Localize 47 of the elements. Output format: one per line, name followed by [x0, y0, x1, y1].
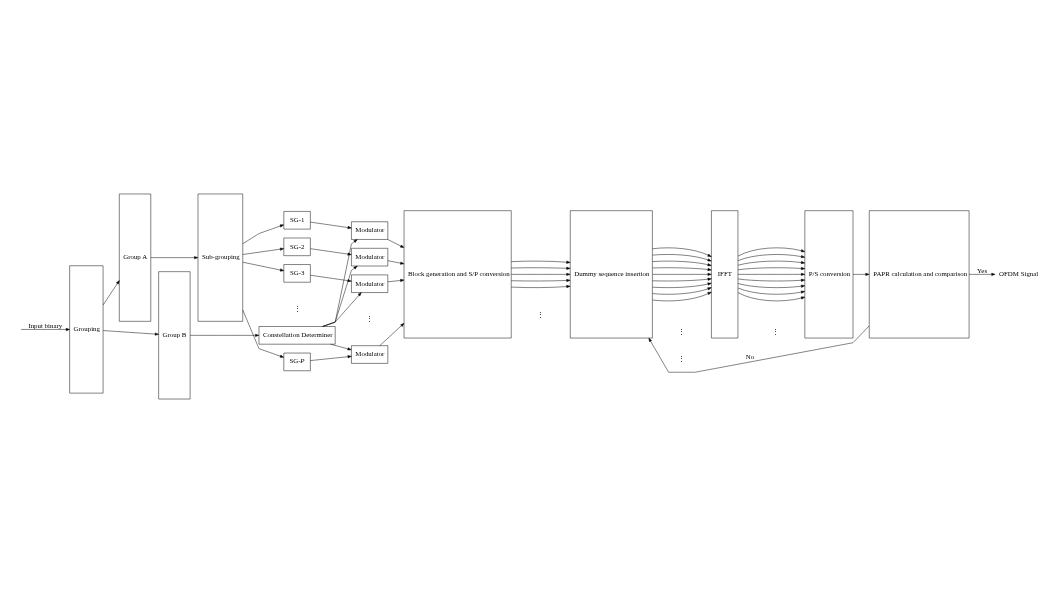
arrow: [737, 247, 805, 256]
arrow: [242, 261, 284, 271]
arrow: [242, 247, 284, 255]
arrow: [102, 279, 120, 305]
arrow: [737, 272, 805, 276]
arrow: [652, 286, 712, 295]
arrow: [511, 278, 571, 282]
arrow: [387, 259, 405, 265]
arrow: [511, 272, 571, 276]
arrow: [652, 282, 712, 288]
arrow: [737, 287, 805, 294]
arrow: [737, 291, 805, 301]
arrow: [852, 272, 870, 276]
arrow: [652, 277, 712, 281]
arrow: [387, 238, 405, 248]
arrow: [189, 333, 260, 337]
arrow: [322, 291, 362, 327]
arrow: [322, 238, 358, 327]
arrow: [511, 266, 571, 270]
arrow: [652, 267, 712, 271]
arrow: [20, 327, 70, 331]
arrow: [652, 291, 712, 301]
arrow: [310, 274, 352, 282]
arrow: [511, 260, 571, 264]
arrow: [242, 224, 284, 244]
arrow: [968, 272, 996, 276]
arrow: [652, 260, 712, 266]
arrow: [310, 354, 352, 361]
arrow: [310, 221, 352, 229]
arrow: [652, 272, 712, 276]
arrow: [737, 260, 805, 265]
arrow: [737, 253, 805, 261]
arrow: [387, 278, 405, 282]
arrow: [648, 325, 870, 372]
arrow: [737, 282, 805, 288]
arrow: [511, 284, 571, 288]
arrow: [150, 255, 199, 259]
arrow: [379, 322, 405, 346]
arrow: [737, 266, 805, 270]
arrow: [652, 253, 712, 261]
arrow: [102, 329, 159, 336]
arrow: [310, 247, 352, 256]
arrow: [242, 309, 284, 358]
arrow: [330, 343, 352, 350]
arrow: [652, 247, 712, 257]
arrow: [737, 278, 805, 282]
arrow: [322, 265, 358, 327]
